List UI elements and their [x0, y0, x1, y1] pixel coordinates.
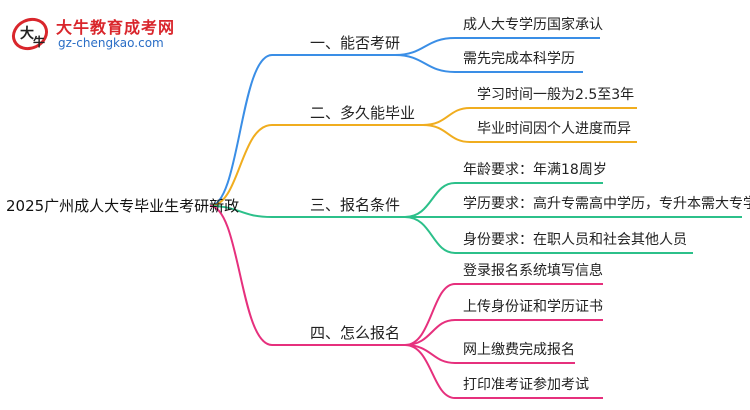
link-leaf-3-3 — [404, 216, 456, 254]
branch-node-2[interactable]: 二、多久能毕业 — [310, 104, 416, 122]
site-logo[interactable]: 大 牛 大牛教育成考网 gz-chengkao.com — [8, 8, 208, 58]
leaf-node-2-2[interactable]: 毕业时间因个人进度而异 — [477, 121, 631, 137]
link-leaf-3-1 — [404, 182, 456, 218]
svg-text:牛: 牛 — [33, 34, 45, 49]
leaf-node-2-1[interactable]: 学习时间一般为2.5至3年 — [477, 87, 635, 103]
leaf-node-4-3[interactable]: 网上缴费完成报名 — [463, 342, 575, 358]
link-leaf-1-2 — [394, 54, 456, 73]
logo-title: 大牛教育成考网 — [56, 18, 176, 37]
leaf-node-1-2[interactable]: 需先完成本科学历 — [463, 51, 575, 67]
link-root-branch-3 — [209, 205, 273, 218]
leaf-node-1-1[interactable]: 成人大专学历国家承认 — [463, 17, 603, 33]
link-leaf-2-2 — [422, 124, 471, 143]
leaf-node-3-2[interactable]: 学历要求：高升专需高中学历，专升本需大专学历 — [463, 196, 750, 212]
root-node[interactable]: 2025广州成人大专毕业生考研新政 — [6, 197, 240, 215]
leaf-node-3-1[interactable]: 年龄要求：年满18周岁 — [463, 162, 607, 178]
logo-mark-icon: 大 牛 — [11, 17, 49, 51]
logo-url: gz-chengkao.com — [58, 36, 164, 50]
branch-node-3[interactable]: 三、报名条件 — [310, 196, 401, 214]
link-leaf-4-2 — [404, 319, 456, 346]
leaf-node-4-2[interactable]: 上传身份证和学历证书 — [463, 299, 603, 315]
link-leaf-4-4 — [404, 344, 456, 399]
leaf-node-3-3[interactable]: 身份要求：在职人员和社会其他人员 — [463, 232, 687, 248]
branch-node-4[interactable]: 四、怎么报名 — [310, 324, 401, 342]
link-leaf-2-1 — [422, 107, 471, 126]
link-root-branch-4 — [209, 205, 273, 346]
link-leaf-4-1 — [404, 283, 456, 346]
leaf-node-4-1[interactable]: 登录报名系统填写信息 — [463, 263, 603, 279]
link-root-branch-2 — [209, 124, 273, 207]
leaf-node-4-4[interactable]: 打印准考证参加考试 — [463, 377, 589, 393]
link-leaf-1-1 — [394, 37, 456, 56]
link-leaf-4-3 — [404, 344, 456, 364]
link-root-branch-1 — [209, 54, 273, 207]
svg-text:大: 大 — [20, 25, 34, 42]
branch-node-1[interactable]: 一、能否考研 — [310, 34, 401, 52]
